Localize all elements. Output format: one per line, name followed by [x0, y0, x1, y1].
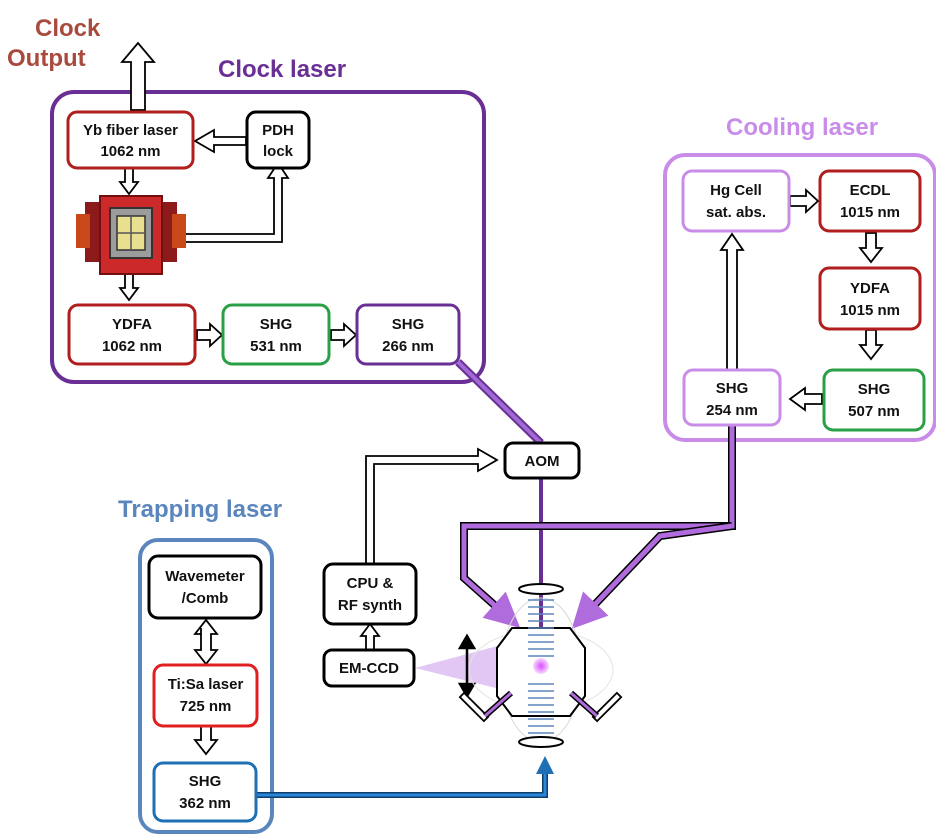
ydfa-to-shg531-arrow [196, 321, 224, 349]
trapping-laser-title: Trapping laser [118, 496, 282, 523]
clock-laser-frame [50, 90, 486, 384]
emccd-to-cpu-arrow [359, 622, 381, 651]
clock-laser-title: Clock laser [218, 56, 346, 83]
cpu-to-aom-arrow [365, 447, 499, 565]
trapping-beam [256, 762, 548, 798]
yb-fiber-laser-line2: 1062 nm [100, 143, 160, 160]
clock-beam-to-aom-core [456, 360, 543, 445]
ecdl-box [818, 169, 922, 233]
yb-fiber-laser-box [66, 110, 195, 170]
shg254-to-hgcell-arrow [719, 232, 745, 372]
clock-output-arrow [120, 41, 156, 111]
vacuum-chamber [458, 583, 623, 748]
pdh-lock-box [245, 110, 311, 170]
shg-362-line2: 362 nm [179, 795, 231, 812]
optical-cavity-illustration [76, 195, 186, 275]
cooling-beam-left-core [461, 423, 735, 628]
yb-fiber-laser-line1: Yb fiber laser [83, 122, 178, 139]
clock-output-title-line2: Output [7, 45, 86, 72]
wavemeter-tisa-double-arrow [193, 618, 219, 666]
yb-to-cavity-arrow [118, 167, 140, 196]
cavity-to-pdh-arrow [177, 161, 290, 243]
shg-531-box [221, 303, 331, 366]
ydfa-1062-line2: 1062 nm [102, 338, 162, 355]
cavity-to-ydfa-arrow [118, 273, 140, 302]
aom-label: AOM [525, 453, 560, 470]
cpu-rf-synth-line1: CPU & [347, 575, 394, 592]
ecdl-line2: 1015 nm [840, 204, 900, 221]
em-ccd-box [322, 648, 416, 688]
hg-cell-line2: sat. abs. [706, 204, 766, 221]
tisa-laser-line2: 725 nm [180, 698, 232, 715]
em-ccd-label: EM-CCD [339, 660, 399, 677]
shg-507-line2: 507 nm [848, 403, 900, 420]
trapping-laser-frame [138, 538, 274, 834]
ydfa-1062-box [67, 303, 197, 366]
ydfa-1015-line2: 1015 nm [840, 302, 900, 319]
shg-531-line2: 531 nm [250, 338, 302, 355]
cpu-rf-synth-box [322, 562, 418, 626]
pdh-lock-line1: PDH [262, 122, 294, 139]
hg-cell-line1: Hg Cell [710, 182, 762, 199]
wavemeter-comb-line2: /Comb [182, 590, 229, 607]
translation-double-arrow [457, 633, 477, 699]
shg-254-box [682, 368, 782, 427]
pdh-to-yb-arrow [193, 128, 247, 154]
hg-cell-box [681, 169, 791, 233]
shg-362-box [152, 761, 258, 823]
shg-507-box [822, 368, 926, 432]
cooling-laser-frame [663, 153, 936, 442]
tisa-laser-line1: Ti:Sa laser [168, 676, 244, 693]
shg507-to-shg254-arrow [788, 386, 823, 412]
atom-cloud [533, 658, 549, 674]
aom-box [503, 441, 581, 480]
cpu-rf-synth-line2: RF synth [338, 597, 402, 614]
wavemeter-comb-box [147, 554, 263, 620]
ecdl-to-ydfa-arrow [858, 232, 884, 264]
ydfa-1062-line1: YDFA [112, 316, 152, 333]
shg-266-box [355, 303, 461, 366]
tisa-to-shg362-arrow [193, 725, 219, 756]
shg531-to-shg266-arrow [330, 321, 358, 349]
ydfa-1015-line1: YDFA [850, 280, 890, 297]
tisa-laser-box [152, 663, 259, 728]
trapping-beam-core [256, 756, 554, 797]
clock-output-title-line1: Clock [35, 15, 101, 42]
ecdl-line1: ECDL [850, 182, 891, 199]
shg-531-line1: SHG [260, 316, 293, 333]
shg-254-line1: SHG [716, 380, 749, 397]
shg-507-line1: SHG [858, 381, 891, 398]
ydfa-1015-box [818, 266, 922, 331]
shg-362-line1: SHG [189, 773, 222, 790]
wavemeter-comb-line1: Wavemeter [165, 568, 245, 585]
shg-254-line2: 254 nm [706, 402, 758, 419]
hgcell-to-ecdl-arrow [789, 187, 820, 215]
ydfa-to-shg507-arrow [858, 329, 884, 361]
shg-266-line1: SHG [392, 316, 425, 333]
shg-266-line2: 266 nm [382, 338, 434, 355]
cooling-beam-right-core [571, 523, 733, 629]
cooling-laser-title: Cooling laser [726, 114, 878, 141]
pdh-lock-line2: lock [263, 143, 294, 160]
